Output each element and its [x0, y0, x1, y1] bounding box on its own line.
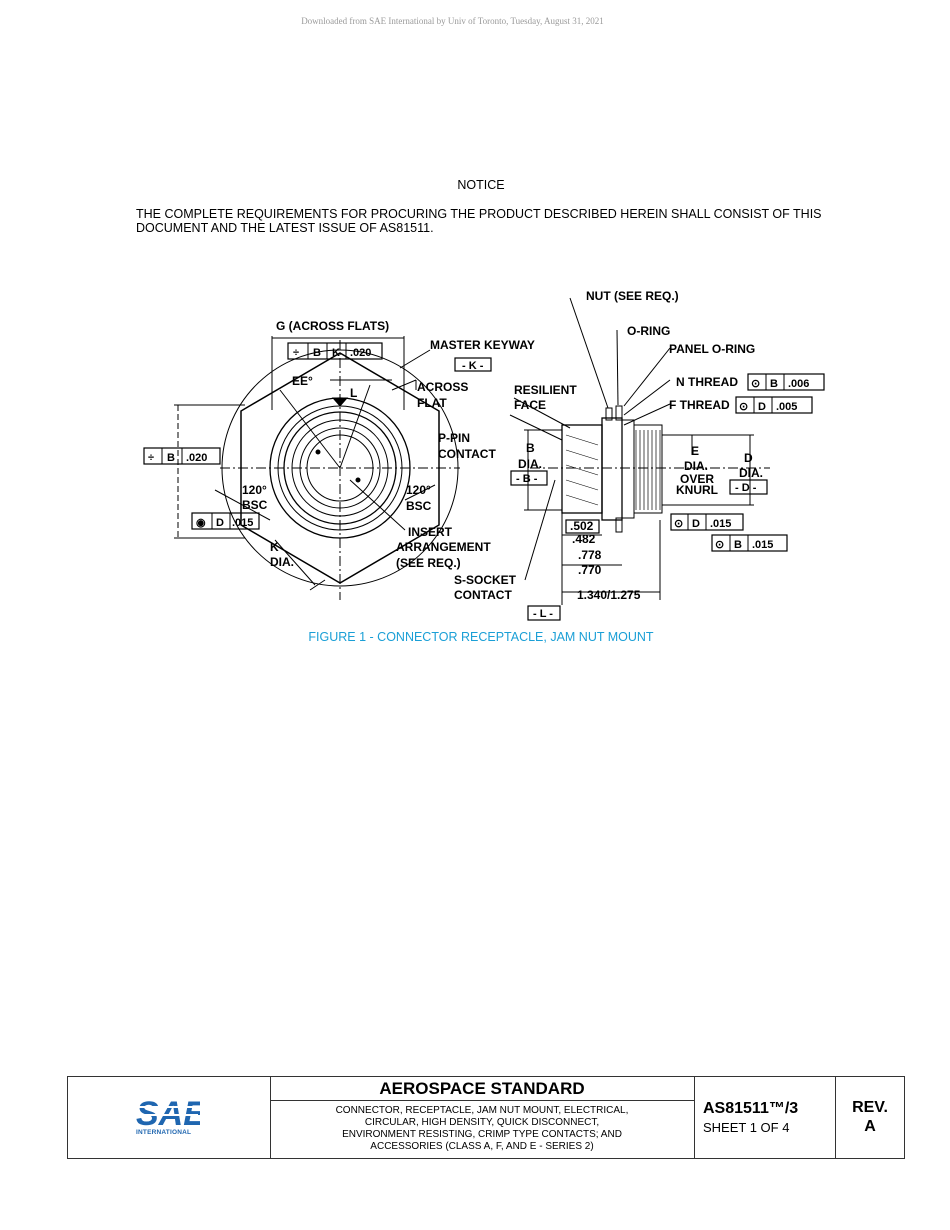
tol-frame-g-flats: ÷ B K .020 [287, 342, 383, 360]
svg-text:.015: .015 [752, 539, 773, 551]
logo-subtitle: INTERNATIONAL [136, 1129, 192, 1136]
notice-text: THE COMPLETE REQUIREMENTS FOR PROCURING … [136, 207, 822, 235]
doc-number: AS81511™/3 [703, 1100, 799, 1117]
label-b-dia-1: B [526, 441, 535, 455]
label-l: L [350, 386, 357, 400]
title-cell: AEROSPACE STANDARD CONNECTOR, RECEPTACLE… [270, 1077, 695, 1158]
svg-text:B: B [313, 347, 321, 359]
label-d-dia-1: D [744, 451, 753, 465]
front-view [174, 336, 460, 600]
label-across-flat-1: ACROSS [417, 380, 468, 394]
tol-frame-f-thread: ⊙ D .005 [735, 396, 813, 414]
figure-drawing: ÷ B K .020 ÷ B .020 ◉ D .015 ⊙ B .006 ⊙ … [130, 280, 830, 625]
datum-k: - K - [462, 360, 484, 372]
tol-frame-right-b: ⊙ B .015 [711, 534, 788, 552]
dim-482: .482 [572, 532, 596, 546]
svg-text:D: D [692, 518, 700, 530]
doc-number-cell: AS81511™/3 SHEET 1 OF 4 [694, 1077, 836, 1158]
dim-502: .502 [570, 519, 594, 533]
svg-text:B: B [734, 539, 742, 551]
label-angle-left-2: BSC [242, 498, 268, 512]
svg-text:.005: .005 [776, 401, 797, 413]
label-master-keyway: MASTER KEYWAY [430, 338, 535, 352]
label-panel-oring: PANEL O-RING [669, 342, 755, 356]
side-view [509, 297, 770, 605]
label-e-dia-4: KNURL [676, 483, 718, 497]
datum-d: - D - [735, 482, 757, 494]
label-k-dia-1: K [270, 540, 279, 554]
svg-text:÷: ÷ [148, 452, 154, 464]
tol-frame-n-thread: ⊙ B .006 [747, 373, 825, 391]
figure-caption: FIGURE 1 - CONNECTOR RECEPTACLE, JAM NUT… [308, 630, 654, 644]
dim-770: .770 [578, 563, 602, 577]
revision-cell: REV. A [836, 1077, 904, 1158]
svg-text:.020: .020 [350, 347, 371, 359]
label-f-thread: F THREAD [669, 398, 730, 412]
label-ppin-2: CONTACT [438, 447, 496, 461]
svg-text:B: B [167, 452, 175, 464]
svg-text:.020: .020 [186, 452, 207, 464]
label-insert-1: INSERT [408, 525, 453, 539]
label-ssocket-2: CONTACT [454, 588, 512, 602]
label-b-dia-2: DIA. [518, 457, 542, 471]
svg-text:D: D [216, 517, 224, 529]
notice-title: NOTICE [457, 178, 505, 192]
tol-frame-left-conc: ◉ D .015 [191, 512, 260, 530]
rev-value: A [864, 1118, 876, 1135]
label-angle-left-1: 120° [242, 483, 267, 497]
datum-b: - B - [516, 473, 538, 485]
label-ssocket-1: S-SOCKET [454, 573, 517, 587]
label-insert-2: ARRANGEMENT [396, 540, 491, 554]
label-e-dia-2: DIA. [684, 459, 708, 473]
svg-text:◉: ◉ [196, 517, 206, 529]
logo-cell: SAE INTERNATIONAL [68, 1077, 271, 1158]
svg-text:⊙: ⊙ [739, 401, 748, 413]
label-nut: NUT (SEE REQ.) [586, 289, 679, 303]
svg-text:SAE: SAE [136, 1096, 200, 1128]
label-k-dia-2: DIA. [270, 555, 294, 569]
dim-1340: 1.340/1.275 [577, 588, 641, 602]
label-ee: EE° [292, 374, 313, 388]
svg-text:⊙: ⊙ [674, 518, 683, 530]
svg-text:÷: ÷ [293, 347, 299, 359]
label-e-dia-3: OVER [680, 472, 714, 486]
label-d-dia-2: DIA. [739, 466, 763, 480]
label-e-dia-1: E [691, 444, 699, 458]
label-resilient-2: FACE [514, 398, 546, 412]
rev-label: REV. [852, 1099, 888, 1116]
svg-text:K: K [332, 347, 340, 359]
label-oring: O-RING [627, 324, 670, 338]
label-insert-3: (SEE REQ.) [396, 556, 461, 570]
label-n-thread: N THREAD [676, 375, 738, 389]
label-angle-right-1: 120° [406, 483, 431, 497]
svg-text:⊙: ⊙ [715, 539, 724, 551]
dim-778: .778 [578, 548, 602, 562]
label-ppin-1: P-PIN [438, 431, 470, 445]
tol-frame-left-sym: ÷ B .020 [143, 447, 221, 465]
label-across-flat-2: FLAT [417, 396, 447, 410]
standard-description: CONNECTOR, RECEPTACLE, JAM NUT MOUNT, EL… [335, 1105, 629, 1152]
sae-logo: SAE INTERNATIONAL [136, 1096, 206, 1136]
sheet-number: SHEET 1 OF 4 [703, 1120, 790, 1135]
tol-frame-right-d: ⊙ D .015 [670, 513, 744, 531]
svg-text:.015: .015 [710, 518, 731, 530]
standard-heading: AEROSPACE STANDARD [270, 1077, 694, 1101]
svg-text:B: B [770, 378, 778, 390]
download-note: Downloaded from SAE International by Uni… [301, 16, 604, 26]
svg-text:.006: .006 [788, 378, 809, 390]
title-block: SAE INTERNATIONAL AEROSPACE STANDARD CON… [67, 1076, 905, 1159]
datum-l: - L - [533, 608, 553, 620]
label-across-flats: G (ACROSS FLATS) [276, 319, 389, 333]
svg-text:D: D [758, 401, 766, 413]
svg-text:.015: .015 [232, 517, 253, 529]
label-resilient-1: RESILIENT [514, 383, 577, 397]
svg-text:⊙: ⊙ [751, 378, 760, 390]
label-angle-right-2: BSC [406, 499, 432, 513]
